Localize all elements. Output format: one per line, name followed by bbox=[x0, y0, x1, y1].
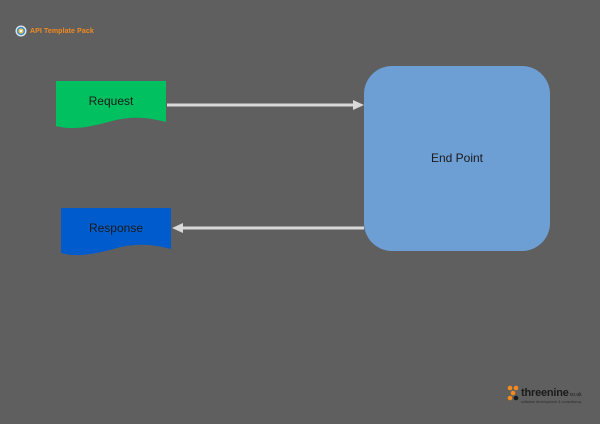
node-request[interactable] bbox=[56, 81, 166, 129]
node-endpoint[interactable] bbox=[364, 66, 550, 251]
edge-request-to-endpoint[interactable] bbox=[167, 100, 364, 110]
header: API Template Pack bbox=[15, 24, 94, 38]
edge-endpoint-to-response[interactable] bbox=[172, 223, 364, 233]
brand-suffix: co.uk bbox=[569, 392, 582, 398]
threenine-logo-icon bbox=[507, 385, 519, 401]
page-title: API Template Pack bbox=[30, 27, 94, 35]
brand-text: threenineco.uk software development & co… bbox=[521, 384, 582, 405]
brand-tagline: software development & consultancy bbox=[521, 400, 582, 404]
footer-brand: threenineco.uk software development & co… bbox=[506, 384, 582, 406]
circle-badge-icon bbox=[15, 25, 27, 37]
brand-name: threenine bbox=[521, 387, 569, 399]
node-response[interactable] bbox=[61, 208, 171, 256]
